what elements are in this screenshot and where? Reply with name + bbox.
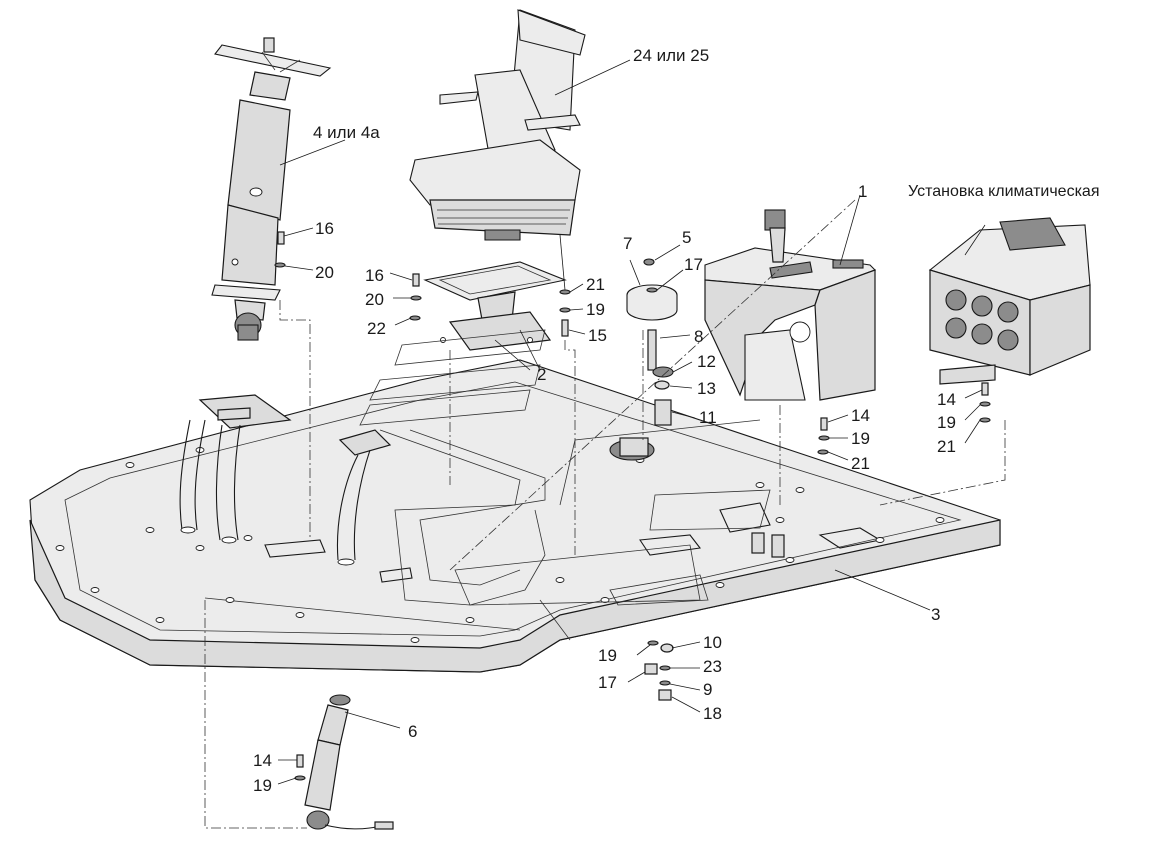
label-part-23: 23 xyxy=(703,657,722,676)
floor-plate xyxy=(29,359,1001,673)
label-part-14-lever: 14 xyxy=(253,751,272,770)
label-part-11: 11 xyxy=(699,408,717,427)
label-part-2: 2 xyxy=(537,365,546,384)
label-part-19-climate: 19 xyxy=(937,413,956,432)
label-part-15: 15 xyxy=(588,326,607,345)
label-part-5: 5 xyxy=(682,228,691,247)
control-console xyxy=(704,209,876,401)
label-part-21-console: 21 xyxy=(851,454,870,473)
label-part-21-climate: 21 xyxy=(937,437,956,456)
operator-seat xyxy=(409,9,586,241)
label-part-14-climate: 14 xyxy=(937,390,956,409)
label-part-9: 9 xyxy=(703,680,712,699)
label-part-20-seat: 20 xyxy=(365,290,384,309)
label-part-16-column: 16 xyxy=(315,219,334,238)
label-part-19-console: 19 xyxy=(851,429,870,448)
label-part-13: 13 xyxy=(697,379,716,398)
label-climate-unit: Установка климатическая xyxy=(908,183,1099,200)
label-part-22: 22 xyxy=(367,319,386,338)
label-part-8: 8 xyxy=(694,327,703,346)
climate-unit xyxy=(928,217,1091,385)
label-part-4-4a: 4 или 4а xyxy=(313,123,380,142)
fasteners xyxy=(274,231,991,781)
label-part-1: 1 xyxy=(858,182,867,201)
label-part-3: 3 xyxy=(931,605,940,624)
callout-labels: 24 или 25 4 или 4а Установка климатическ… xyxy=(253,46,1099,795)
label-part-14-console: 14 xyxy=(851,406,870,425)
label-part-19-floor: 19 xyxy=(598,646,617,665)
seat-base xyxy=(423,261,567,351)
central-pivot xyxy=(609,284,678,461)
label-part-17-top: 17 xyxy=(684,255,703,274)
label-part-12: 12 xyxy=(697,352,716,371)
label-part-10: 10 xyxy=(703,633,722,652)
label-part-24-25: 24 или 25 xyxy=(633,46,709,65)
label-part-21-seat: 21 xyxy=(586,275,605,294)
leader-lines xyxy=(204,59,1006,829)
steering-column xyxy=(211,37,332,341)
label-part-16-seat: 16 xyxy=(365,266,384,285)
pedal-assembly xyxy=(179,394,392,566)
label-part-6: 6 xyxy=(408,722,417,741)
label-part-20-column: 20 xyxy=(315,263,334,282)
lever-assembly xyxy=(304,694,394,830)
label-part-18: 18 xyxy=(703,704,722,723)
label-part-19-seat: 19 xyxy=(586,300,605,319)
label-part-7: 7 xyxy=(623,234,632,253)
label-part-17-floor: 17 xyxy=(598,673,617,692)
label-part-19-lever: 19 xyxy=(253,776,272,795)
